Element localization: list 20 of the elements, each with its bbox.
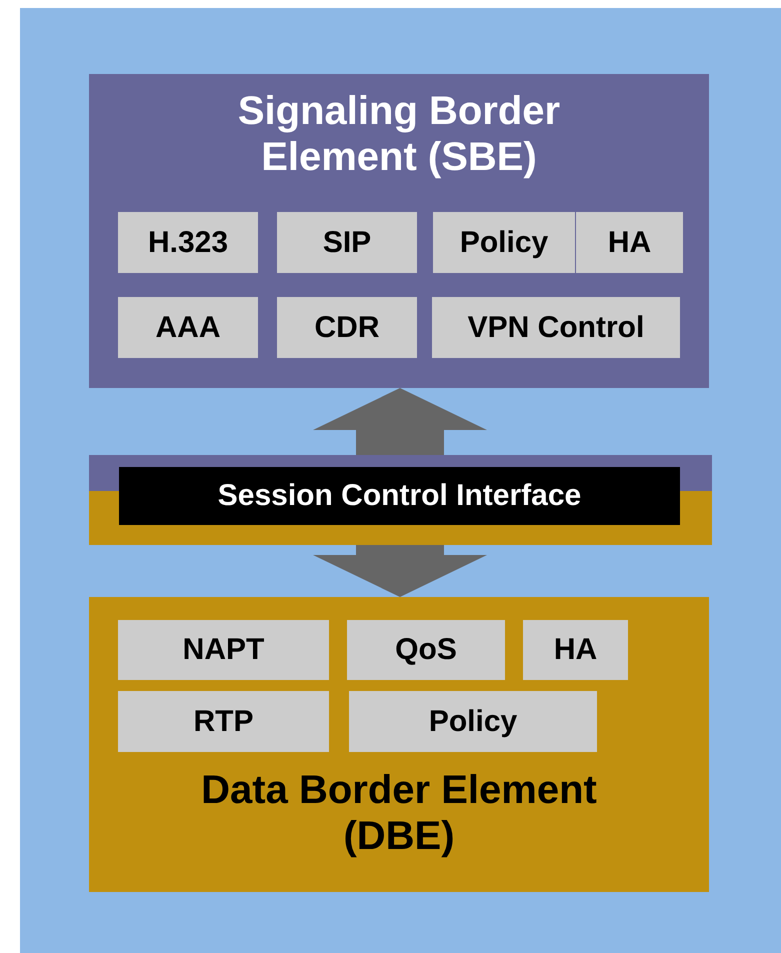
function-box: AAA [118, 297, 258, 358]
function-box: RTP [118, 691, 329, 752]
interface-label: Session Control Interface [119, 467, 680, 525]
panel-title: Signaling Border Element (SBE) [236, 88, 562, 180]
function-box: Policy [433, 212, 575, 273]
function-box: QoS [347, 620, 505, 680]
function-box: SIP [277, 212, 417, 273]
function-box: H.323 [118, 212, 258, 273]
element-panel [89, 74, 709, 388]
function-box: HA [523, 620, 628, 680]
panel-title: Data Border Element (DBE) [200, 767, 598, 859]
function-box: VPN Control [432, 297, 680, 358]
element-panel [89, 597, 709, 892]
function-box: NAPT [118, 620, 329, 680]
function-box: HA [576, 212, 683, 273]
interface-band [89, 455, 712, 545]
block-arrow [313, 545, 487, 597]
function-box: Policy [349, 691, 597, 752]
block-arrow [313, 388, 487, 455]
function-box: CDR [277, 297, 417, 358]
